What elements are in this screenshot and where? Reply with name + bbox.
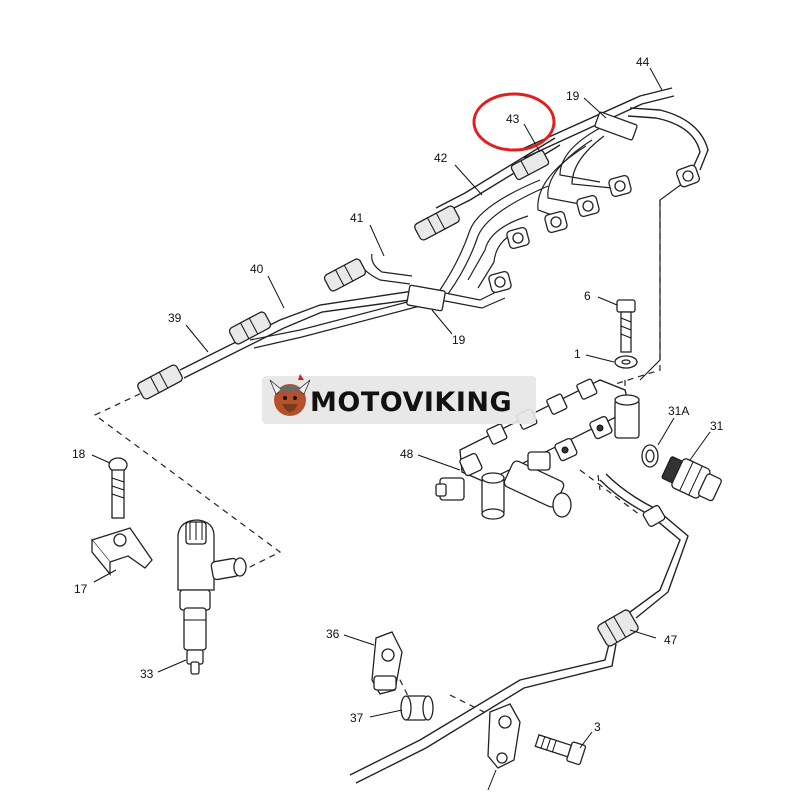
pressure-relief-valve xyxy=(503,451,572,518)
clamp-lower xyxy=(406,284,446,312)
part-label-47: 47 xyxy=(664,633,678,647)
rail-spacer xyxy=(481,472,505,520)
o-ring-31a xyxy=(641,444,659,468)
watermark-text: MOTOVIKING xyxy=(310,387,512,418)
part-label-31: 31 xyxy=(710,419,724,433)
washer-1 xyxy=(614,355,638,369)
part-label-19-lower: 19 xyxy=(452,333,466,347)
part-label-37: 37 xyxy=(350,711,364,725)
part-label-33: 33 xyxy=(140,667,154,681)
fuel-injector-33 xyxy=(177,519,247,675)
part-label-40: 40 xyxy=(250,262,264,276)
fuel-rail xyxy=(435,378,640,501)
line-clamp-47 xyxy=(597,609,639,647)
pipe-end-fittings xyxy=(488,164,700,294)
part-label-31a: 31A xyxy=(668,404,689,418)
part-label-41: 41 xyxy=(350,211,364,225)
bushing-37 xyxy=(400,695,434,721)
part-label-19-upper: 19 xyxy=(566,89,580,103)
injector-clamp-17 xyxy=(90,527,153,576)
bolt-3 xyxy=(534,734,587,766)
part-label-1: 1 xyxy=(574,347,581,361)
part-label-44: 44 xyxy=(636,55,650,69)
part-label-6: 6 xyxy=(584,289,591,303)
bracket-lower xyxy=(487,703,521,769)
part-label-43: 43 xyxy=(506,112,520,126)
highlight-circle xyxy=(472,92,556,152)
bracket-36 xyxy=(371,631,403,695)
pressure-sensor-31 xyxy=(661,456,722,502)
fuel-line-harness xyxy=(179,87,709,784)
part-label-3: 3 xyxy=(594,720,601,734)
line-nut-47 xyxy=(642,505,666,527)
part-label-36: 36 xyxy=(326,627,340,641)
part-label-17: 17 xyxy=(74,582,88,596)
bolt-18 xyxy=(108,457,128,519)
part-label-18: 18 xyxy=(72,447,86,461)
part-label-39: 39 xyxy=(168,311,182,325)
bolt-6 xyxy=(616,299,636,353)
leader-lines xyxy=(91,67,711,791)
part-label-48: 48 xyxy=(400,447,414,461)
viking-logo-icon xyxy=(269,374,311,416)
line-sleeves xyxy=(137,149,550,400)
clamp-upper xyxy=(594,111,638,141)
watermark-background xyxy=(262,376,536,424)
part-label-42: 42 xyxy=(434,151,448,165)
watermark: MOTOVIKING xyxy=(262,374,536,424)
